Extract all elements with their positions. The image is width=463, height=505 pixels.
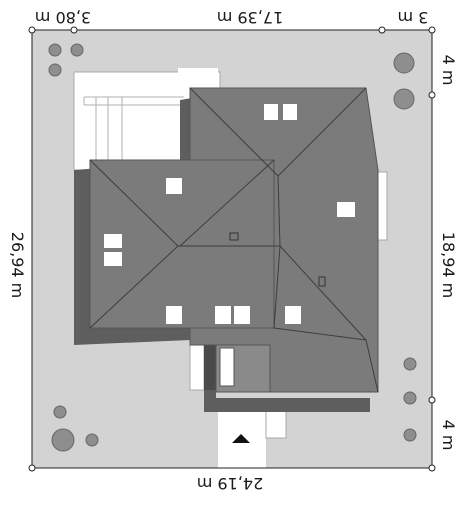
dim-top-middle: 17,39 m [217, 8, 283, 27]
tree-icon [53, 405, 67, 419]
dim-left: 26,94 m [8, 232, 27, 298]
roof-ridges [89, 87, 379, 393]
skylights [104, 104, 355, 324]
chimneys [229, 232, 326, 287]
tree-icon [393, 88, 415, 110]
tree-icon [48, 63, 62, 77]
pergola [83, 96, 184, 168]
entrance-arrow-icon [232, 434, 250, 443]
dim-top-left: 3,80 m [35, 8, 91, 27]
dimension-lines [28, 26, 436, 472]
tree-icon [403, 357, 417, 371]
dim-right-middle: 18,94 m [439, 232, 458, 298]
trees [48, 43, 417, 452]
tree-icon [85, 433, 99, 447]
dim-right-top: 4 m [439, 55, 458, 86]
tree-icon [48, 43, 62, 57]
tree-icon [403, 428, 417, 442]
tree-icon [70, 43, 84, 57]
dim-right-bottom: 4 m [439, 420, 458, 451]
dim-top-right: 3 m [398, 8, 429, 27]
dim-bottom: 24,19 m [197, 474, 263, 493]
tree-icon [51, 428, 75, 452]
tree-icon [393, 52, 415, 74]
tree-icon [403, 391, 417, 405]
